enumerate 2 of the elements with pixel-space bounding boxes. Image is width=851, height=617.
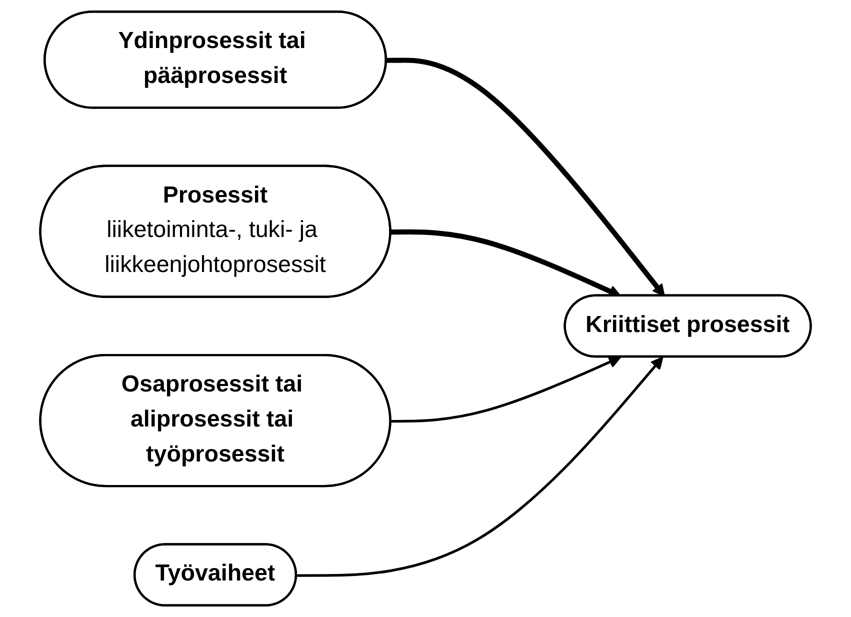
arrow xyxy=(296,356,664,577)
arrow xyxy=(390,356,622,423)
